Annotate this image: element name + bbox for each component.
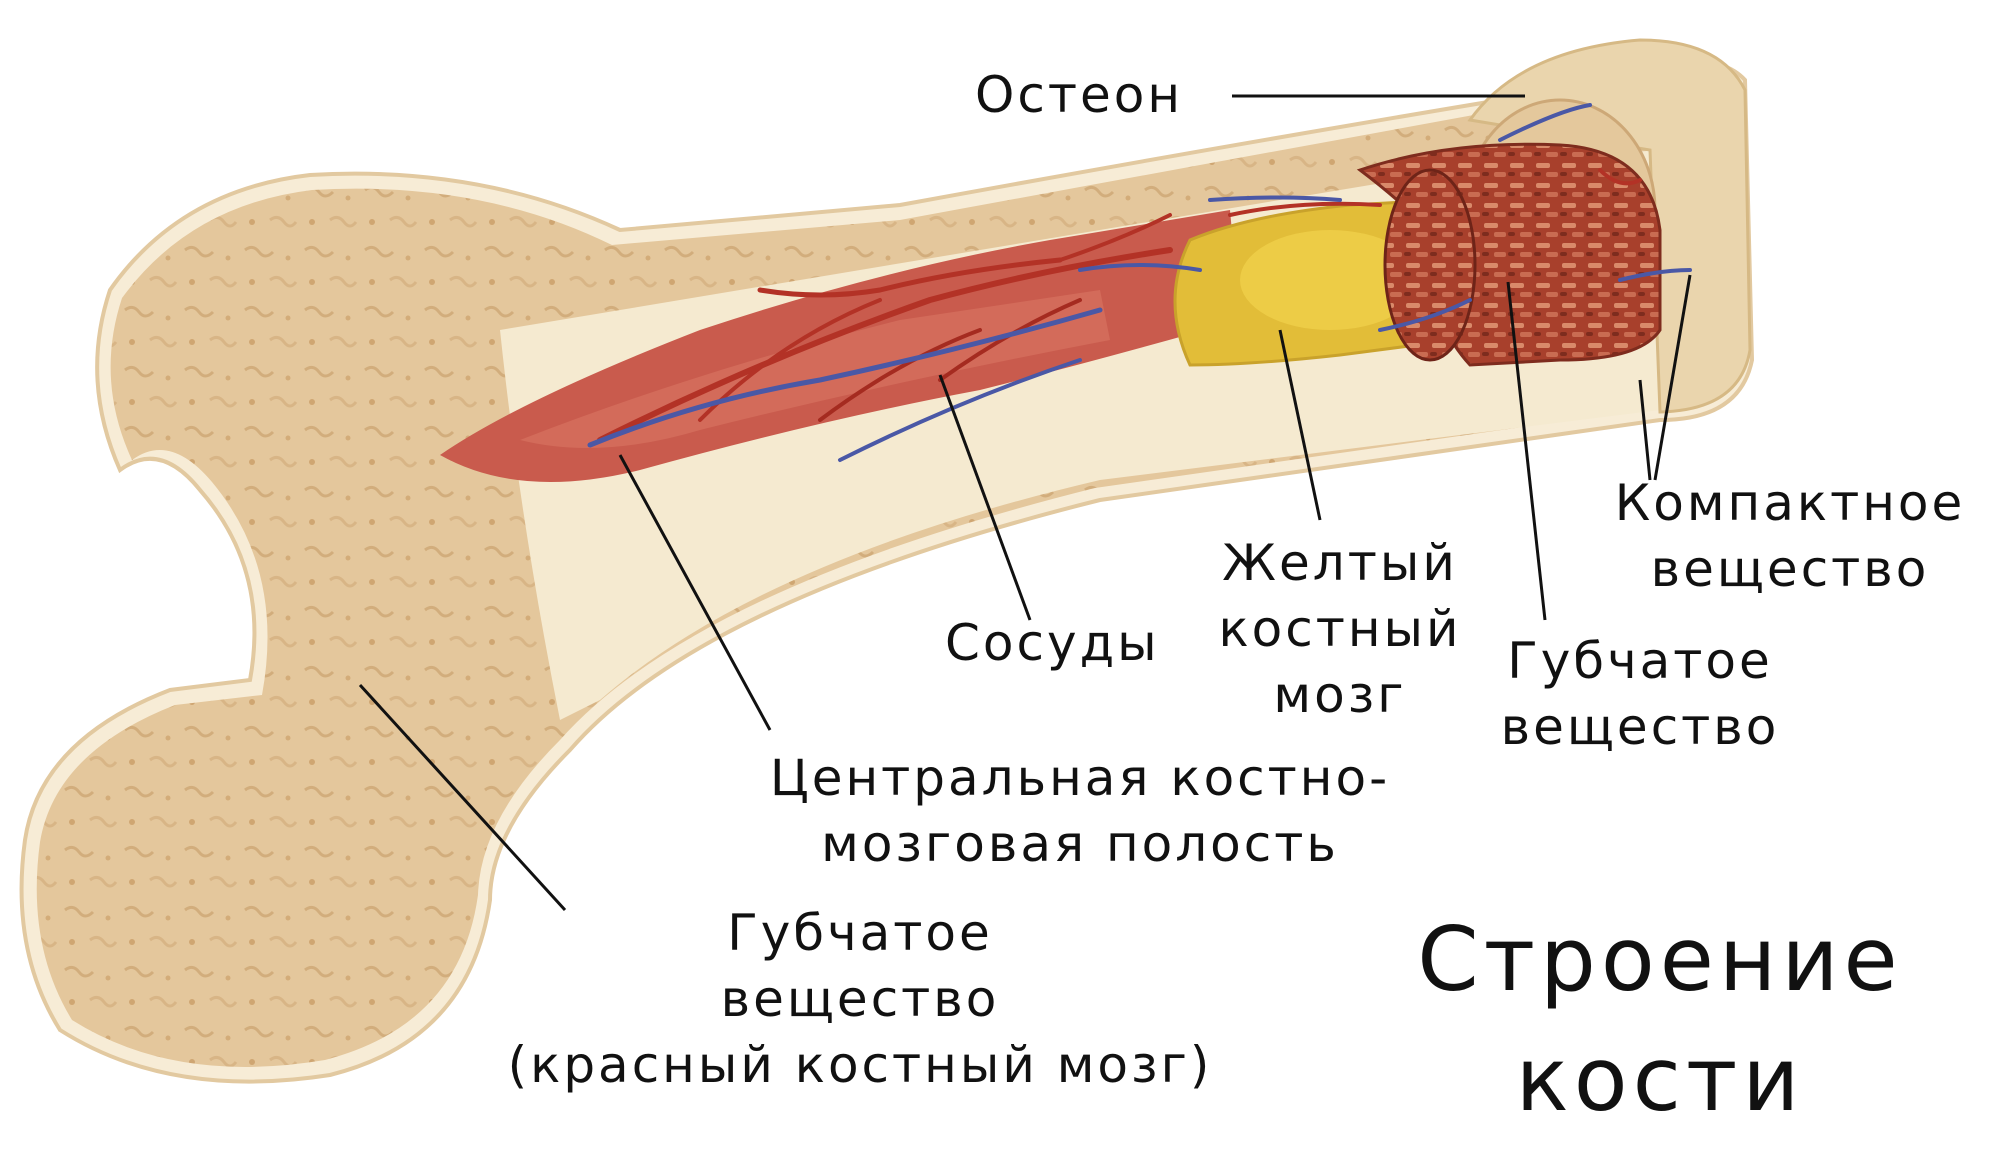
label-osteon-text: Остеон (975, 66, 1184, 124)
label-compact-line2: вещество (1650, 540, 1930, 598)
title-line1: Строение (1417, 908, 1903, 1011)
label-spongy-head-line2: вещество (720, 970, 1000, 1028)
leader-compact-2 (1653, 274, 1692, 481)
label-spongy-head-line3: (красный костный мозг) (507, 1036, 1213, 1094)
leader-yellow-marrow (1278, 329, 1322, 521)
label-medullary-cavity: Центральная костно- мозговая полость (740, 745, 1420, 877)
label-spongy-head: Губчатое вещество (красный костный мозг) (500, 900, 1220, 1098)
label-compact-bone: Компактное вещество (1590, 470, 1990, 602)
label-spongy-shaft: Губчатое вещество (1475, 628, 1805, 760)
label-yellow-marrow: Желтый костный мозг (1190, 530, 1490, 728)
label-spongy-shaft-line2: вещество (1500, 698, 1780, 756)
title-line2: кости (1515, 1028, 1805, 1131)
leader-spongy-shaft (1506, 281, 1547, 621)
blood-vessels-blue (587, 103, 1692, 462)
leader-spongy-head (358, 683, 567, 912)
leader-cavity (618, 454, 772, 731)
label-yellow-marrow-line1: Желтый (1222, 534, 1458, 592)
label-yellow-marrow-line2: костный (1218, 600, 1462, 658)
label-spongy-shaft-line1: Губчатое (1507, 632, 1773, 690)
label-vessels: Сосуды (945, 610, 1160, 676)
label-vessels-text: Сосуды (945, 614, 1160, 672)
label-spongy-head-line1: Губчатое (727, 904, 993, 962)
diagram-title: Строение кости (1400, 900, 1920, 1140)
compact-end-cap (1467, 38, 1752, 414)
label-cavity-line2: мозговая полость (821, 815, 1339, 873)
leader-vessels (938, 374, 1032, 621)
leader-compact-1 (1638, 379, 1652, 481)
label-cavity-line1: Центральная костно- (769, 749, 1391, 807)
label-osteon: Остеон (975, 62, 1183, 128)
label-yellow-marrow-line3: мозг (1273, 666, 1407, 724)
label-compact-line1: Компактное (1614, 474, 1966, 532)
leader-lines (358, 94, 1692, 912)
